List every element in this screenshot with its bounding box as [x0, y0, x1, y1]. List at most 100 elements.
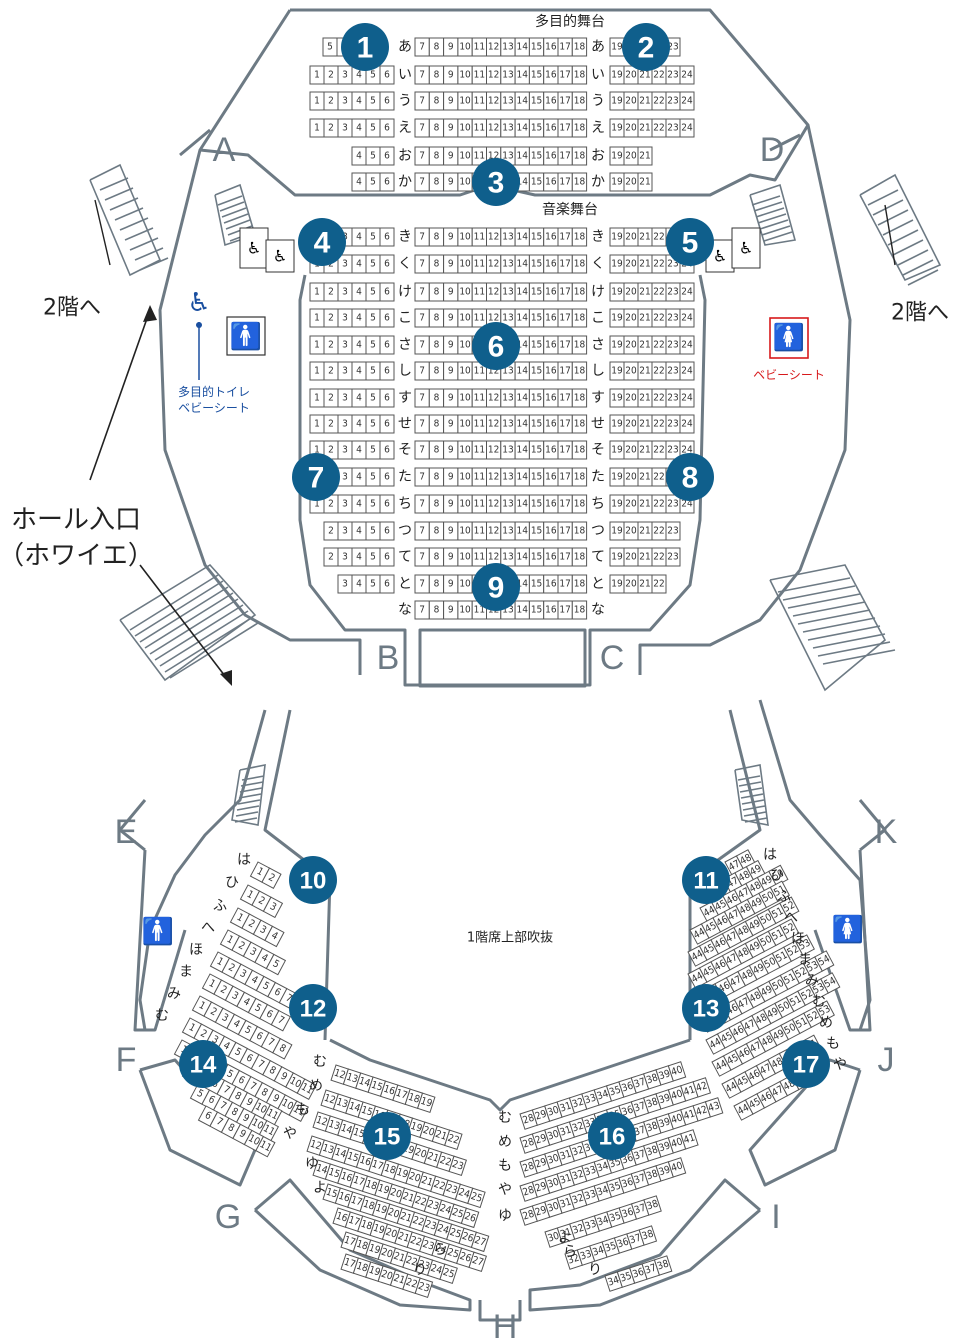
seat[interactable] [571, 227, 588, 247]
seat[interactable] [261, 867, 282, 890]
seat[interactable] [571, 37, 588, 57]
block-14[interactable]: 14 [179, 1040, 227, 1088]
seat[interactable] [379, 547, 395, 567]
seat-number: 10 [459, 340, 471, 351]
seat[interactable] [679, 335, 695, 355]
seat[interactable] [679, 414, 695, 434]
seat[interactable] [571, 282, 588, 302]
seat[interactable] [571, 440, 588, 460]
seat[interactable] [571, 361, 588, 381]
block-7[interactable]: 7 [292, 453, 340, 501]
seat[interactable] [637, 146, 653, 166]
seat[interactable] [571, 172, 588, 192]
seat[interactable] [679, 65, 695, 85]
seat[interactable] [571, 521, 588, 541]
seat[interactable] [296, 1078, 317, 1100]
seat[interactable] [637, 172, 653, 192]
block-13[interactable]: 13 [682, 984, 730, 1032]
block-15[interactable]: 15 [363, 1112, 411, 1160]
block-2[interactable]: 2 [622, 23, 670, 71]
womens-toilet[interactable]: 🚺 ベビーシート [753, 317, 825, 382]
seat[interactable] [571, 308, 588, 328]
seat[interactable] [651, 574, 667, 594]
seat-number: 12 [488, 42, 499, 53]
seat[interactable] [379, 414, 395, 434]
block-4[interactable]: 4 [298, 218, 346, 266]
seat-number: 13 [502, 287, 513, 298]
seat-number: 16 [545, 552, 557, 563]
seat[interactable] [665, 521, 681, 541]
seat[interactable] [379, 146, 395, 166]
seat[interactable] [379, 388, 395, 408]
seat[interactable] [571, 118, 588, 138]
seat[interactable] [379, 65, 395, 85]
seat[interactable] [571, 388, 588, 408]
seat-number: 14 [517, 472, 529, 483]
seat[interactable] [571, 574, 588, 594]
seat[interactable] [679, 91, 695, 111]
block-9[interactable]: 9 [472, 563, 520, 611]
seat[interactable] [679, 282, 695, 302]
seat[interactable] [379, 172, 395, 192]
seat[interactable] [288, 1100, 309, 1122]
seat-number: 2 [218, 984, 228, 996]
block-8[interactable]: 8 [666, 453, 714, 501]
wheelchair-seats-left[interactable]: ♿ ♿ [239, 227, 295, 273]
seat[interactable] [571, 254, 588, 274]
block-6[interactable]: 6 [472, 322, 520, 370]
seat[interactable] [571, 146, 588, 166]
block-number: 13 [693, 996, 720, 1023]
seat[interactable] [571, 547, 588, 567]
seat[interactable] [679, 361, 695, 381]
seat[interactable] [379, 282, 395, 302]
seat[interactable] [379, 494, 395, 514]
seat[interactable] [665, 547, 681, 567]
block-1[interactable]: 1 [341, 23, 389, 71]
seat[interactable] [679, 308, 695, 328]
block-16[interactable]: 16 [588, 1112, 636, 1160]
seat-number: 10 [459, 445, 471, 456]
wheelchair-seats-right[interactable]: ♿ ♿ [705, 227, 761, 273]
seat[interactable] [679, 118, 695, 138]
seat[interactable] [571, 335, 588, 355]
block-11[interactable]: 11 [682, 856, 730, 904]
seat[interactable] [272, 1038, 293, 1060]
seat[interactable] [571, 467, 588, 487]
seat[interactable] [264, 925, 285, 948]
seat-number: 14 [517, 42, 529, 53]
seat-number: 13 [502, 393, 513, 404]
block-12[interactable]: 12 [289, 984, 337, 1032]
seat[interactable] [379, 521, 395, 541]
seat[interactable] [571, 414, 588, 434]
to-2f-left[interactable]: 2階へ [43, 199, 111, 321]
seat[interactable] [379, 361, 395, 381]
gate-i: I [771, 1198, 780, 1236]
seat-number: 12 [488, 70, 499, 81]
seat[interactable] [262, 896, 284, 919]
seat[interactable] [379, 467, 395, 487]
seat[interactable] [679, 388, 695, 408]
hall-entrance[interactable]: ホール入口 （ホワイエ） [0, 305, 232, 686]
seat[interactable] [379, 254, 395, 274]
seat[interactable] [571, 494, 588, 514]
block-10[interactable]: 10 [289, 856, 337, 904]
seat[interactable] [379, 91, 395, 111]
seat[interactable] [379, 335, 395, 355]
block-17[interactable]: 17 [782, 1040, 830, 1088]
seat[interactable] [379, 227, 395, 247]
seat[interactable] [379, 574, 395, 594]
mens-toilet[interactable]: 🚹 [226, 316, 266, 356]
block-3[interactable]: 3 [472, 158, 520, 206]
block-5[interactable]: 5 [666, 218, 714, 266]
seat[interactable] [571, 600, 588, 620]
seat[interactable] [571, 91, 588, 111]
seat[interactable] [571, 65, 588, 85]
seat[interactable] [379, 118, 395, 138]
seat[interactable] [270, 1009, 292, 1032]
seat[interactable] [255, 1135, 276, 1158]
seat-number: 9 [237, 1128, 247, 1141]
seat[interactable] [265, 953, 287, 976]
seat[interactable] [379, 308, 395, 328]
seat[interactable] [379, 440, 395, 460]
